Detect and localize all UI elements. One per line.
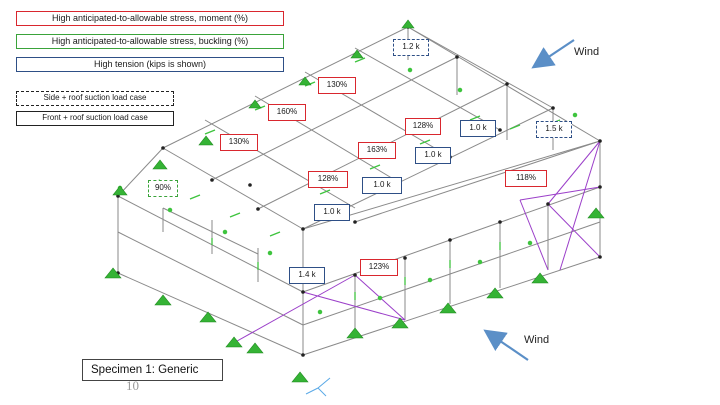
moment-tag-128-right: 128% [405,118,441,135]
tension-tag-1-5k: 1.5 k [536,121,572,138]
specimen-label: Specimen 1: Generic [82,359,223,381]
legend-buckling: High anticipated-to-allowable stress, bu… [16,34,284,49]
tension-tag-1-0k-mid: 1.0 k [415,147,451,164]
legend-front-roof-case: Front + roof suction load case [16,111,174,126]
wind-label-top: Wind [574,46,600,58]
wind-arrow-bottom [483,329,529,361]
moment-tag-128-center: 128% [308,171,348,188]
page-number: 10 [126,378,139,393]
legend-side-roof-case: Side + roof suction load case [16,91,174,106]
moment-tag-118: 118% [505,170,547,187]
moment-tag-160: 160% [268,104,306,121]
moment-tag-130-left: 130% [220,134,258,151]
tension-tag-1-0k-right: 1.0 k [460,120,496,137]
tension-tag-1-4k: 1.4 k [289,267,325,284]
moment-tag-123: 123% [360,259,398,276]
buckling-tag-90: 90% [148,180,178,197]
legend-moment: High anticipated-to-allowable stress, mo… [16,11,284,26]
tension-tag-1-0k-center: 1.0 k [362,177,402,194]
legend-tension: High tension (kips is shown) [16,57,284,72]
coordinate-axes [305,377,331,397]
tension-tag-1-2k: 1.2 k [393,39,429,56]
frame-members [117,26,601,356]
tension-tag-1-0k-left: 1.0 k [314,204,350,221]
bracing-members [229,140,601,346]
wind-label-bottom: Wind [524,334,550,346]
wind-arrow-top [531,39,575,69]
moment-tag-163: 163% [358,142,396,159]
moment-tag-130-top: 130% [318,77,356,94]
